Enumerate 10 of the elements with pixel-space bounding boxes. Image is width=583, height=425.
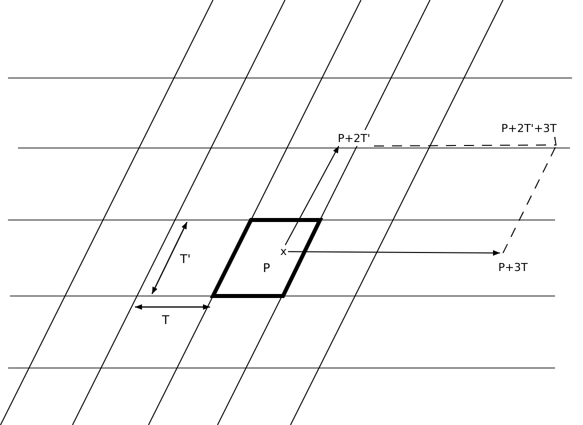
point-label: P+2T'+3T [496,119,562,137]
arrow [288,250,500,256]
vector-label: T [162,313,170,327]
point-label: P+3T [488,253,538,274]
arrow [284,146,340,246]
vector-label: T' [180,252,191,266]
point-mark: x [279,245,288,257]
dashed-line [502,136,557,254]
dashed-line [374,136,557,146]
cell-label: P [262,261,270,275]
